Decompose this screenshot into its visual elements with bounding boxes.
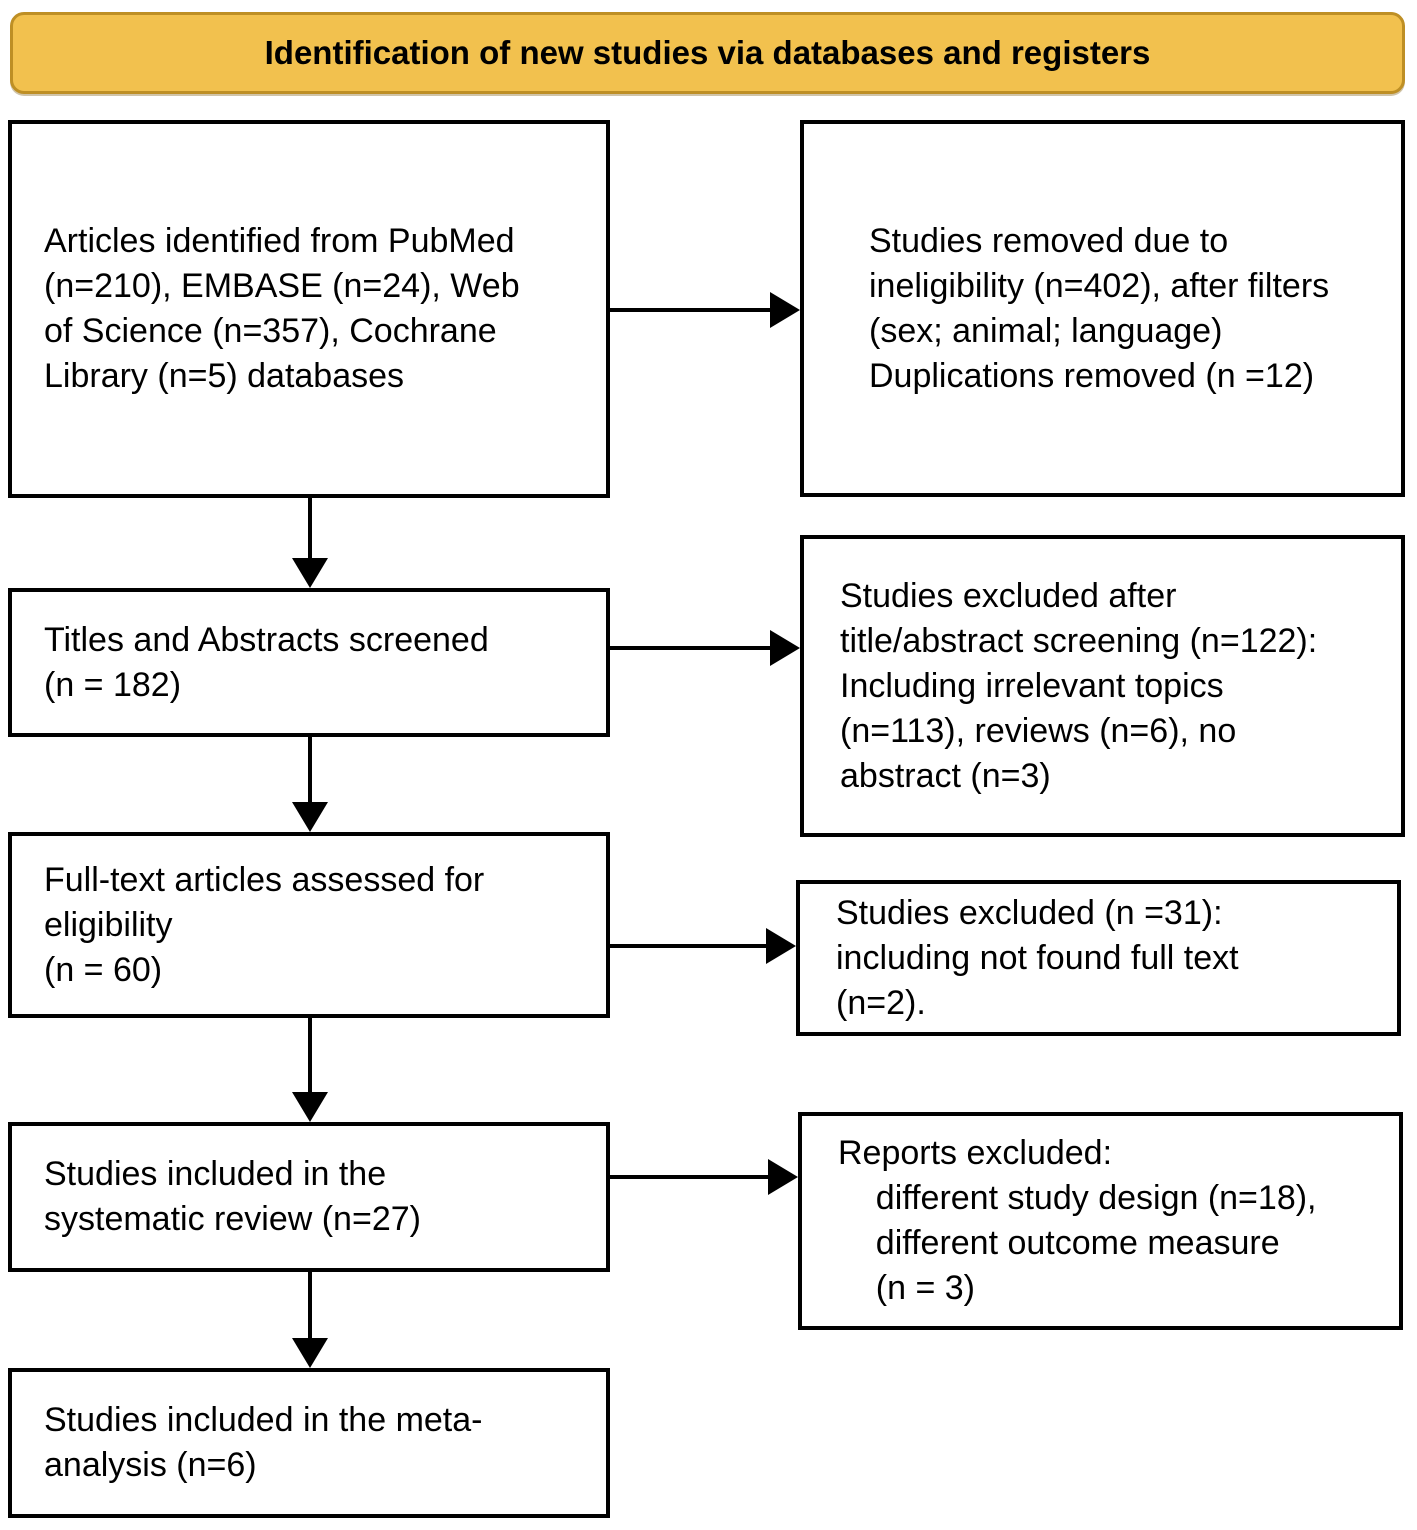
arrow-right-icon (766, 928, 796, 964)
box-fulltext-assessed: Full-text articles assessed for eligibil… (8, 832, 610, 1018)
box-included-meta-analysis: Studies included in the meta- analysis (… (8, 1368, 610, 1518)
arrow-down-icon (292, 1338, 328, 1368)
box-excluded-title-abstract-text: Studies excluded after title/abstract sc… (840, 576, 1318, 795)
box-fulltext-text: Full-text articles assessed for eligibil… (44, 860, 485, 989)
box-identification: Articles identified from PubMed (n=210),… (8, 120, 610, 498)
box-reports-excluded: Reports excluded: different study design… (798, 1112, 1403, 1330)
arrow-stem (610, 308, 774, 312)
box-reports-excluded-text: Reports excluded: different study design… (838, 1134, 1317, 1307)
arrow-down-icon (292, 1092, 328, 1122)
arrow-down-icon (292, 802, 328, 832)
box-titles-abstracts-screened: Titles and Abstracts screened (n = 182) (8, 588, 610, 737)
arrow-right-icon (768, 1159, 798, 1195)
box-systematic-review-text: Studies included in the systematic revie… (44, 1155, 421, 1238)
arrow-right-icon (770, 630, 800, 666)
box-titles-abstracts-text: Titles and Abstracts screened (n = 182) (44, 620, 489, 704)
arrow-stem (308, 1018, 312, 1094)
box-excluded-fulltext: Studies excluded (n =31): including not … (796, 880, 1401, 1036)
arrow-stem (308, 737, 312, 804)
arrow-stem (610, 944, 770, 948)
arrow-stem (610, 646, 774, 650)
arrow-right-icon (770, 292, 800, 328)
box-meta-analysis-text: Studies included in the meta- analysis (… (44, 1401, 483, 1484)
arrow-down-icon (292, 558, 328, 588)
box-studies-removed-text: Studies removed due to ineligibility (n=… (869, 221, 1330, 395)
arrow-stem (610, 1175, 772, 1179)
header-banner: Identification of new studies via databa… (10, 12, 1405, 94)
box-identification-text: Articles identified from PubMed (n=210),… (44, 222, 520, 395)
box-excluded-title-abstract: Studies excluded after title/abstract sc… (800, 535, 1405, 837)
diagram-title: Identification of new studies via databa… (264, 34, 1151, 71)
box-included-systematic-review: Studies included in the systematic revie… (8, 1122, 610, 1272)
arrow-stem (308, 1272, 312, 1340)
arrow-stem (308, 498, 312, 560)
box-excluded-fulltext-text: Studies excluded (n =31): including not … (836, 893, 1239, 1022)
box-studies-removed: Studies removed due to ineligibility (n=… (800, 120, 1405, 497)
